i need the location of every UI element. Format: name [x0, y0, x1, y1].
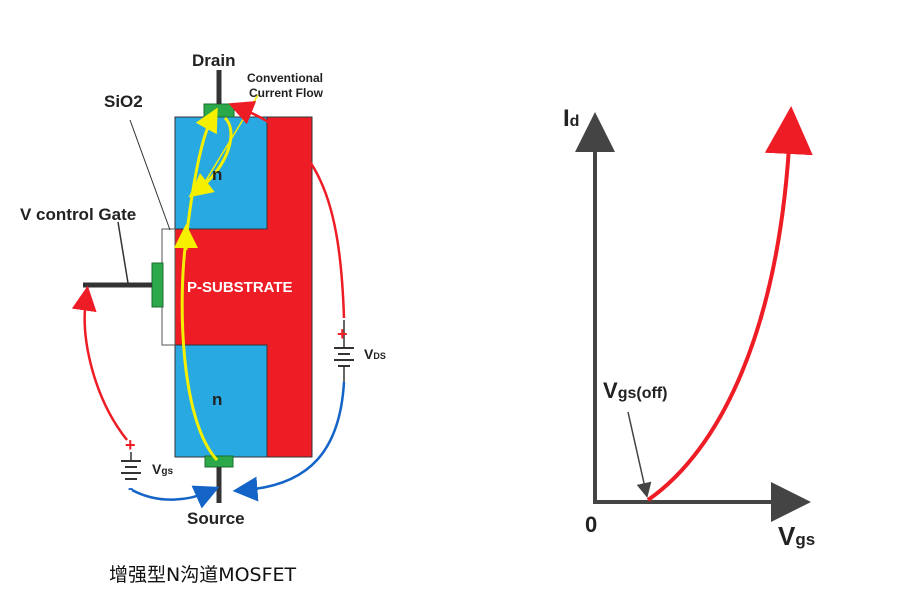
vds-battery-icon — [334, 320, 354, 382]
x-axis-label: Vgs — [778, 521, 815, 551]
threshold-pointer — [627, 411, 652, 498]
origin-label: 0 — [585, 512, 597, 537]
vds-loop — [228, 101, 346, 319]
gate-label: V control Gate — [20, 205, 136, 224]
flow-label-line1: Conventional — [247, 71, 323, 85]
vgs-loop — [71, 285, 128, 441]
substrate-label: P-SUBSTRATE — [187, 279, 293, 296]
vgs-plus: + — [125, 435, 136, 455]
flow-label-line2: Current Flow — [249, 86, 324, 100]
source-contact — [204, 455, 234, 468]
n-top-label: n — [212, 165, 222, 184]
vds-label: VDS — [364, 346, 386, 362]
vgs-label: Vgs — [152, 461, 173, 477]
gate-contact — [151, 262, 164, 308]
drain-label: Drain — [192, 51, 235, 70]
sio2-label: SiO2 — [104, 92, 143, 111]
threshold-label: Vgs(off) — [603, 378, 667, 403]
drain-contact — [203, 103, 235, 118]
current-flow-path — [180, 107, 219, 462]
figure-caption: 增强型N沟道MOSFET — [109, 564, 297, 586]
source-label: Source — [187, 509, 245, 528]
y-axis-label: Id — [563, 105, 579, 132]
vds-plus: + — [337, 324, 348, 344]
current-flow-return — [188, 116, 233, 198]
vgs-return-loop — [131, 485, 220, 509]
sio2-pointer — [129, 119, 171, 231]
n-bottom-label: n — [212, 390, 222, 409]
vgs-battery-icon — [121, 452, 141, 480]
id-vgs-curve — [646, 106, 813, 502]
vgs-minus: - — [128, 480, 133, 497]
vds-return-loop — [232, 381, 346, 502]
sio2-layer — [161, 228, 176, 346]
gate-pointer — [117, 221, 129, 284]
